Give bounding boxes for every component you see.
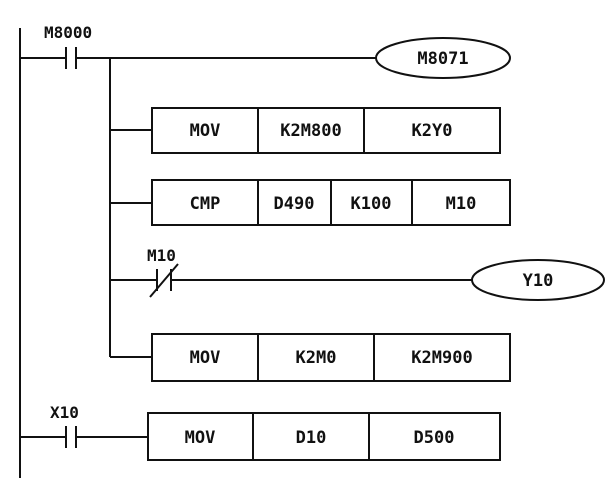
contact-m8000[interactable]: M8000 bbox=[20, 23, 376, 69]
coil-m8071[interactable]: M8071 bbox=[375, 37, 511, 79]
instr1-dst: K2Y0 bbox=[412, 121, 453, 141]
instr2-s2: K100 bbox=[351, 194, 392, 214]
nc-contact-m10[interactable]: M10 bbox=[110, 246, 472, 298]
contact-m8000-label: M8000 bbox=[44, 23, 92, 42]
rung-1: M8000 M8071 MOV K2M800 K2Y0 bbox=[20, 23, 605, 382]
instruction-mov-d10[interactable]: MOV D10 D500 bbox=[147, 412, 501, 461]
instr2-op: CMP bbox=[190, 194, 221, 214]
instr4-src: D10 bbox=[296, 428, 327, 448]
instr3-src: K2M0 bbox=[296, 348, 337, 368]
instr2-dst: M10 bbox=[446, 194, 477, 214]
coil-m8071-label: M8071 bbox=[417, 49, 468, 69]
instr1-src: K2M800 bbox=[280, 121, 341, 141]
contact-x10[interactable]: X10 bbox=[20, 403, 148, 448]
nc-contact-m10-label: M10 bbox=[147, 246, 176, 265]
instruction-mov-k2m800[interactable]: MOV K2M800 K2Y0 bbox=[110, 107, 501, 154]
rung-2: X10 MOV D10 D500 bbox=[20, 403, 501, 461]
instr1-op: MOV bbox=[190, 121, 221, 141]
coil-y10[interactable]: Y10 bbox=[471, 259, 605, 301]
instruction-mov-k2m0[interactable]: MOV K2M0 K2M900 bbox=[110, 333, 511, 382]
coil-y10-label: Y10 bbox=[523, 271, 554, 291]
contact-x10-label: X10 bbox=[50, 403, 79, 422]
instr4-op: MOV bbox=[185, 428, 216, 448]
instr3-dst: K2M900 bbox=[411, 348, 472, 368]
instruction-cmp[interactable]: CMP D490 K100 M10 bbox=[110, 179, 511, 226]
instr2-s1: D490 bbox=[274, 194, 315, 214]
instr3-op: MOV bbox=[190, 348, 221, 368]
instr4-dst: D500 bbox=[414, 428, 455, 448]
